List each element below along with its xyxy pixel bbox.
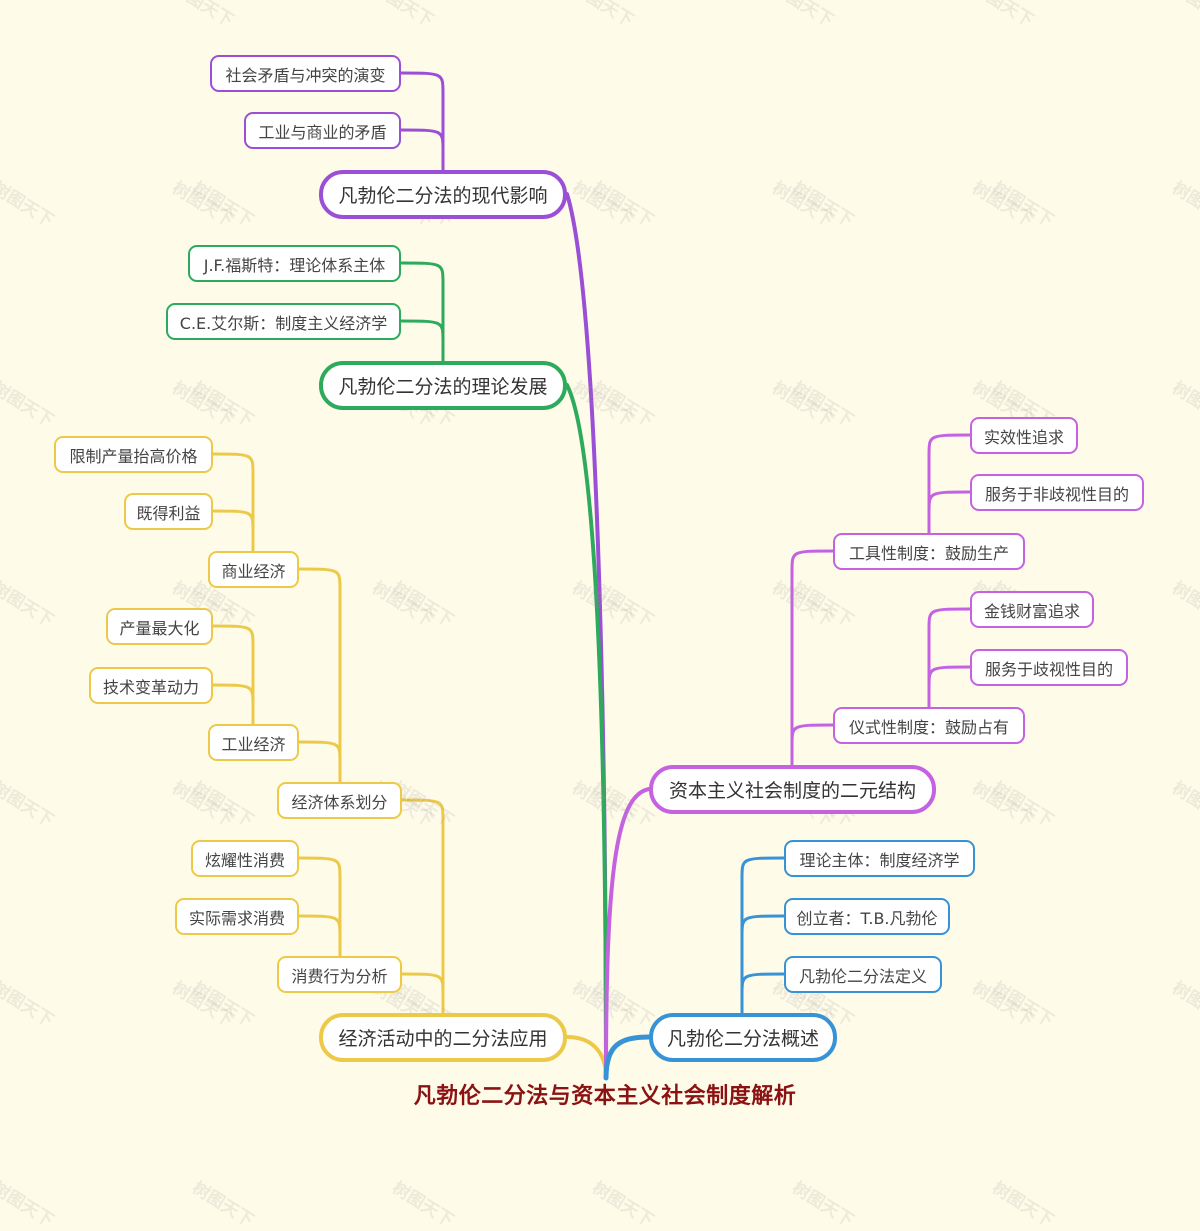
leaf-social-contradiction[interactable]: 社会矛盾与冲突的演变 — [210, 55, 401, 92]
connector-line — [211, 624, 255, 726]
leaf-foster[interactable]: J.F.福斯特：理论体系主体 — [188, 245, 401, 282]
connector-line — [740, 914, 786, 1015]
watermark-text: 树图天下 — [788, 1178, 857, 1231]
watermark-text: 树图天下 — [588, 1178, 657, 1231]
leaf-output-maximization[interactable]: 产量最大化 — [106, 608, 213, 645]
connector-line — [740, 856, 786, 1015]
node-economic-system[interactable]: 经济体系划分 — [277, 782, 402, 819]
leaf-invidious[interactable]: 服务于歧视性目的 — [970, 649, 1128, 686]
node-ceremonial-institution[interactable]: 仪式性制度：鼓励占有 — [833, 707, 1025, 744]
connector-line — [927, 607, 972, 709]
watermark-text: 树图天下 — [0, 1178, 57, 1231]
leaf-effectiveness[interactable]: 实效性追求 — [970, 417, 1078, 454]
branch-application[interactable]: 经济活动中的二分法应用 — [319, 1013, 567, 1062]
connector-line — [927, 665, 972, 709]
root-title[interactable]: 凡勃伦二分法与资本主义社会制度解析 — [413, 1084, 797, 1109]
branch-theory-development[interactable]: 凡勃伦二分法的理论发展 — [319, 361, 567, 410]
leaf-vested-interest[interactable]: 既得利益 — [124, 493, 213, 530]
trunk-dual-structure — [604, 787, 651, 1080]
trunk-application — [565, 1035, 608, 1080]
connector-line — [297, 914, 342, 958]
trunk-theory-development — [565, 383, 608, 1080]
leaf-limit-output[interactable]: 限制产量抬高价格 — [54, 436, 213, 473]
connector-line — [297, 856, 342, 958]
branch-modern-influence[interactable]: 凡勃伦二分法的现代影响 — [319, 170, 567, 219]
leaf-real-demand-consumption[interactable]: 实际需求消费 — [175, 898, 299, 935]
branch-overview[interactable]: 凡勃伦二分法概述 — [649, 1013, 837, 1062]
node-commercial-economy[interactable]: 商业经济 — [208, 551, 299, 588]
connector-line — [211, 509, 255, 553]
connector-line — [400, 972, 445, 1015]
connector-line — [399, 128, 445, 172]
connector-line — [399, 71, 445, 172]
node-industrial-economy[interactable]: 工业经济 — [208, 724, 299, 761]
connector-line — [399, 319, 445, 363]
connector-line — [297, 740, 342, 784]
connector-line — [927, 433, 972, 535]
connector-lines — [211, 71, 972, 1081]
connector-line — [740, 972, 786, 1015]
leaf-conspicuous-consumption[interactable]: 炫耀性消费 — [191, 840, 299, 877]
leaf-founder[interactable]: 创立者：T.B.凡勃伦 — [784, 898, 950, 935]
trunk-overview — [603, 1034, 652, 1081]
branch-dual-structure[interactable]: 资本主义社会制度的二元结构 — [649, 765, 936, 814]
watermark-text: 树图天下 — [988, 1178, 1057, 1231]
connector-line — [790, 549, 835, 767]
leaf-ayres[interactable]: C.E.艾尔斯：制度主义经济学 — [166, 303, 401, 340]
connector-line — [211, 683, 255, 726]
connector-line — [400, 798, 445, 1015]
leaf-theory-subject[interactable]: 理论主体：制度经济学 — [784, 840, 975, 877]
connector-line — [927, 490, 972, 535]
leaf-non-invidious[interactable]: 服务于非歧视性目的 — [970, 474, 1144, 511]
leaf-industry-commerce-contradiction[interactable]: 工业与商业的矛盾 — [244, 112, 401, 149]
node-instrumental-institution[interactable]: 工具性制度：鼓励生产 — [833, 533, 1025, 570]
node-consumption-analysis[interactable]: 消费行为分析 — [277, 956, 402, 993]
connector-line — [297, 567, 342, 784]
watermark-text: 树图天下 — [388, 1178, 457, 1231]
connector-line — [211, 452, 255, 553]
leaf-tech-change[interactable]: 技术变革动力 — [89, 667, 213, 704]
connector-line — [399, 261, 445, 363]
leaf-pecuniary-wealth[interactable]: 金钱财富追求 — [970, 591, 1094, 628]
connector-line — [790, 723, 835, 767]
watermark-text: 树图天下 — [188, 1178, 257, 1231]
leaf-definition[interactable]: 凡勃伦二分法定义 — [784, 956, 942, 993]
